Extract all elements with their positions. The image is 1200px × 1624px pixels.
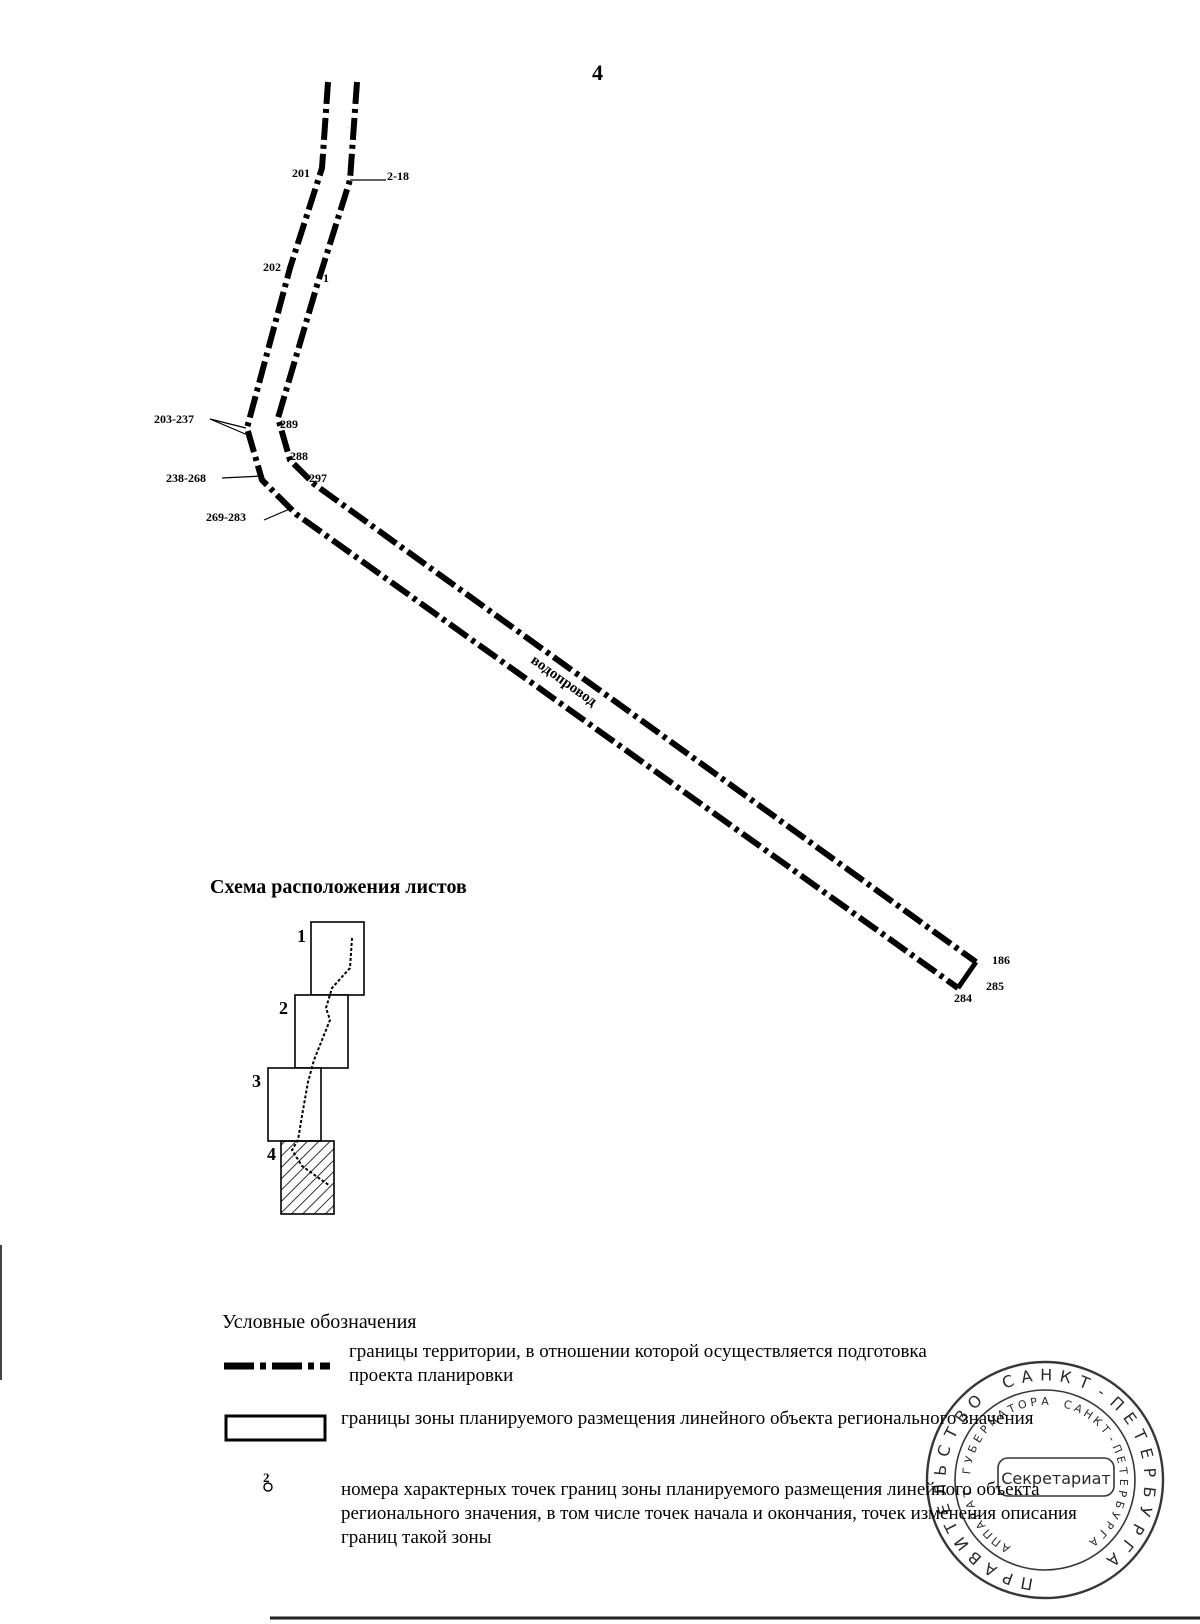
sheet-scheme: 1 2 3 4 (252, 921, 365, 1215)
svg-text:У: У (962, 1454, 976, 1464)
svg-text:А: А (981, 1559, 1000, 1581)
point-label-288: 288 (290, 449, 308, 463)
sheet-frame-3 (267, 1067, 322, 1142)
legend-point-sample-number: 2 (263, 1470, 270, 1485)
scheme-route-line (290, 937, 353, 1187)
point-label-1: 1 (323, 271, 329, 285)
sheet-frame-2 (294, 994, 349, 1069)
page-number: 4 (592, 60, 603, 85)
leader-203-237-a (209, 418, 247, 429)
stamp-center-box (997, 1457, 1115, 1497)
sheet-frame-4-current (280, 1140, 335, 1215)
svg-text:С: С (933, 1443, 954, 1459)
svg-text:Е: Е (1117, 1479, 1130, 1486)
boundary-right-line (275, 81, 978, 965)
svg-text:С: С (999, 1371, 1016, 1393)
legend-symbols (224, 1362, 330, 1492)
svg-text:Б: Б (1112, 1499, 1127, 1510)
svg-text:Н: Н (1040, 1365, 1052, 1384)
svg-text:А: А (1020, 1366, 1034, 1387)
territory-boundary (244, 81, 979, 991)
svg-text:Е: Е (1119, 1409, 1140, 1428)
boundary-left-line (244, 81, 960, 991)
sheet-number-2: 2 (279, 998, 288, 1018)
legend-item-point-numbers: номера характерных точек границ зоны пла… (341, 1479, 1077, 1548)
svg-text:А: А (1041, 1395, 1049, 1408)
svg-text:Е: Е (934, 1501, 955, 1516)
point-label-2-18: 2-18 (387, 169, 409, 183)
leader-203-237-b (209, 418, 251, 437)
svg-text:Ь: Ь (931, 1464, 951, 1477)
scheme-title: Схема расположения листов (210, 876, 467, 898)
svg-text:О: О (1016, 1397, 1028, 1412)
sheet-number-4: 4 (267, 1144, 276, 1164)
boundary-end-line (955, 960, 979, 990)
point-label-297: 297 (309, 471, 327, 485)
svg-text:Р: Р (1115, 1489, 1129, 1498)
point-label-201: 201 (292, 166, 310, 180)
point-label-203-237: 203-237 (154, 412, 194, 426)
point-label-269-283: 269-283 (206, 510, 246, 524)
svg-text:Е: Е (1136, 1446, 1157, 1461)
svg-text:Е: Е (1114, 1455, 1128, 1465)
legend-symbol-point-marker (263, 1482, 273, 1492)
svg-text:В: В (964, 1547, 985, 1568)
legend-item-zone-boundary: границы зоны планируемого размещения лин… (341, 1408, 1034, 1429)
svg-text:Т: Т (961, 1489, 975, 1499)
point-labels: 201 2-18 202 1 203-237 289 288 238-268 2… (154, 166, 1010, 1005)
legend-symbol-zone-boundary (224, 1414, 327, 1442)
svg-text:-: - (1105, 1434, 1118, 1444)
svg-text:А: А (1103, 1549, 1124, 1571)
stamp-center-text: Секретариат (1001, 1469, 1110, 1488)
svg-text:Л: Л (930, 1483, 950, 1497)
svg-text:Т: Т (1075, 1372, 1092, 1394)
point-label-202: 202 (263, 260, 281, 274)
leader-lines (209, 179, 386, 521)
stamp-inner-ring (954, 1389, 1136, 1571)
point-label-284: 284 (954, 991, 972, 1005)
svg-text:А: А (963, 1499, 978, 1511)
svg-text:Б: Б (1139, 1486, 1159, 1499)
svg-text:Т: Т (1116, 1466, 1130, 1475)
svg-text:Б: Б (965, 1443, 980, 1455)
legend-title: Условные обозначения (222, 1311, 417, 1333)
svg-text:С: С (1062, 1397, 1073, 1412)
legend-item-territory-boundary: границы территории, в отношении которой … (349, 1341, 927, 1386)
point-label-238-268: 238-268 (166, 471, 206, 485)
point-label-289: 289 (280, 417, 298, 431)
svg-text:Р: Р (1029, 1395, 1038, 1409)
sheet-number-3: 3 (252, 1071, 261, 1091)
svg-text:У: У (1135, 1504, 1156, 1519)
svg-text:П: П (1019, 1573, 1034, 1594)
svg-text:К: К (1058, 1367, 1073, 1388)
leader-269-283 (263, 507, 293, 521)
svg-text:Р: Р (1140, 1467, 1160, 1478)
svg-text:Т: Т (1129, 1426, 1151, 1444)
stamp-outer-ring (925, 1360, 1165, 1600)
svg-text:Р: Р (1000, 1568, 1016, 1589)
point-label-285: 285 (986, 979, 1004, 993)
sheet-number-1: 1 (297, 926, 306, 946)
point-label-186: 186 (992, 953, 1010, 967)
svg-text:П: П (1109, 1443, 1124, 1456)
svg-text:Г: Г (960, 1466, 974, 1474)
sheet-frame-1 (310, 921, 365, 996)
leader-238-268 (221, 475, 263, 479)
svg-text:Е: Е (971, 1432, 986, 1445)
svg-text:-: - (1094, 1382, 1109, 1401)
